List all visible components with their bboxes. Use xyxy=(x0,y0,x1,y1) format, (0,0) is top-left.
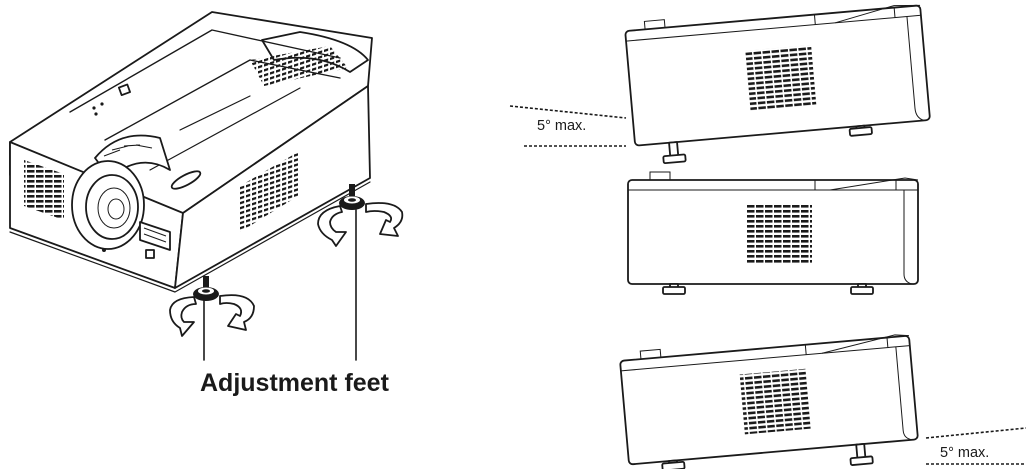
projector-perspective xyxy=(9,11,404,361)
top-vent-icon xyxy=(250,46,348,86)
vent-grille-icon xyxy=(739,368,811,435)
tilt-angle-label-top: 5° max. xyxy=(537,118,586,134)
tilt-angle-label-bottom: 5° max. xyxy=(940,445,989,461)
side-view-front-raised xyxy=(624,4,931,165)
vent-grille-icon xyxy=(746,205,812,265)
side-view-rear-raised xyxy=(619,334,919,469)
vent-grille-icon xyxy=(24,160,64,220)
rear-adjustment-foot xyxy=(339,184,365,210)
rotate-arrow-icon xyxy=(317,202,404,247)
front-adjustment-foot xyxy=(193,276,219,301)
adjustment-feet-caption: Adjustment feet xyxy=(200,369,390,397)
rotate-arrow-icon xyxy=(169,294,255,337)
vent-grille-icon xyxy=(745,44,817,111)
side-view-level xyxy=(627,171,919,295)
lens-icon xyxy=(71,160,145,250)
side-vent-icon xyxy=(240,152,298,232)
